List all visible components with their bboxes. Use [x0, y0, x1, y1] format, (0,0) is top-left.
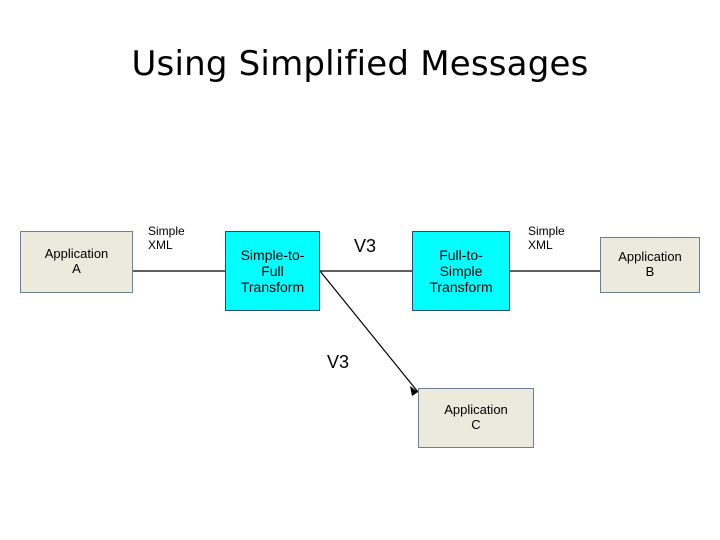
- label-simple-xml-right: Simple XML: [528, 224, 592, 253]
- full-to-simple-transform-box[interactable]: Full-to- Simple Transform: [412, 231, 510, 311]
- application-b-line2: B: [645, 264, 655, 279]
- application-b-line1: Application: [618, 249, 682, 265]
- application-a-label: Application A: [44, 246, 109, 277]
- full-to-simple-line1: Full-to-: [439, 246, 483, 263]
- simple-to-full-transform-label: Simple-to- Full Transform: [241, 247, 305, 295]
- simple-to-full-line3: Transform: [240, 279, 305, 296]
- application-c-line2: C: [471, 417, 481, 432]
- arrowhead-app-c: [410, 386, 418, 396]
- full-to-simple-line2: Simple: [439, 262, 483, 279]
- label-v3-bottom: V3: [326, 352, 350, 372]
- application-c-line1: Application: [444, 402, 508, 418]
- full-to-simple-line3: Transform: [429, 279, 493, 296]
- application-c-label: Application C: [444, 402, 508, 433]
- application-a-box[interactable]: Application A: [20, 231, 133, 293]
- label-simple-xml-left: Simple XML: [148, 224, 212, 253]
- simple-to-full-line1: Simple-to-: [240, 246, 305, 263]
- line-simple-to-full-to-app-c: [319, 270, 419, 393]
- label-simple-xml-left-line1: Simple: [148, 224, 185, 238]
- label-simple-xml-right-line2: XML: [528, 238, 553, 253]
- simple-to-full-transform-box[interactable]: Simple-to- Full Transform: [225, 231, 320, 311]
- application-c-box[interactable]: Application C: [418, 388, 534, 448]
- application-a-line2: A: [72, 261, 81, 276]
- application-a-line1: Application: [44, 246, 109, 262]
- simple-to-full-line2: Full: [261, 262, 284, 279]
- application-b-label: Application B: [618, 249, 682, 280]
- label-simple-xml-right-line1: Simple: [528, 224, 565, 238]
- label-v3-top: V3: [353, 236, 377, 256]
- application-b-box[interactable]: Application B: [600, 237, 700, 293]
- page-title: Using Simplified Messages: [131, 44, 589, 84]
- full-to-simple-transform-label: Full-to- Simple Transform: [429, 247, 492, 295]
- label-simple-xml-left-line2: XML: [148, 238, 173, 253]
